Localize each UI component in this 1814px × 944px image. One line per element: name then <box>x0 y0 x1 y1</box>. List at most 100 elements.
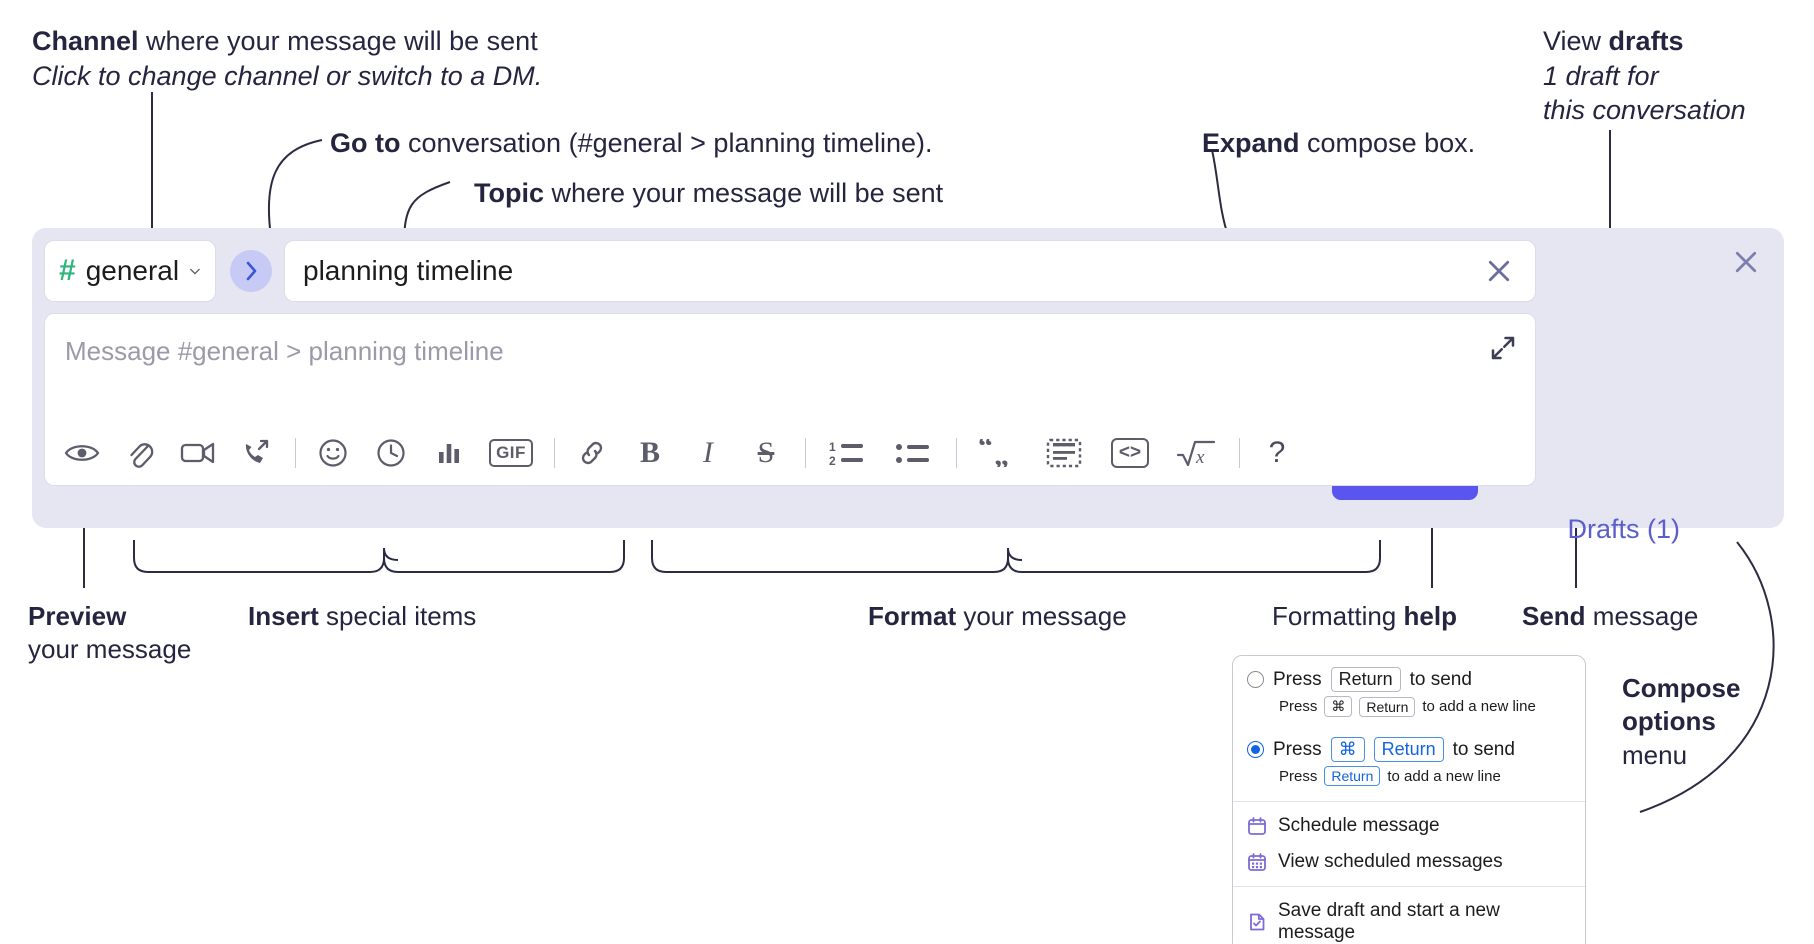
svg-text:“: “ <box>979 439 993 463</box>
square-root-icon: x <box>1176 440 1216 468</box>
annotation-insert-rest: special items <box>318 601 477 631</box>
link-button[interactable] <box>569 431 615 475</box>
toolbar-divider <box>1239 438 1240 468</box>
option2-sub-post: to add a new line <box>1387 767 1501 785</box>
ordered-list-icon: 1 2 <box>829 440 863 467</box>
option2-post: to send <box>1452 738 1515 760</box>
menu-item-view-scheduled[interactable]: View scheduled messages <box>1233 844 1585 880</box>
send-option-return[interactable]: Press Return to send <box>1233 656 1585 694</box>
menu-divider <box>1233 801 1585 802</box>
annotation-drafts: View drafts 1 draft for this conversatio… <box>1543 24 1814 128</box>
eye-icon <box>64 445 100 461</box>
poll-button[interactable] <box>426 431 472 475</box>
key-command: ⌘ <box>1324 696 1353 717</box>
menu-divider <box>1233 886 1585 887</box>
formatting-toolbar: GIF B I <box>45 421 1535 485</box>
emoji-button[interactable] <box>310 431 356 475</box>
clear-topic-button[interactable] <box>1481 253 1517 289</box>
annotation-drafts-italic1: 1 draft for <box>1543 60 1659 91</box>
send-option-cmd-return[interactable]: Press ⌘ Return to send <box>1233 726 1585 764</box>
message-input[interactable]: Message #general > planning timeline <box>65 336 504 366</box>
hash-icon: # <box>59 254 76 287</box>
attach-button[interactable] <box>117 431 163 475</box>
annotation-drafts-italic2: this conversation <box>1543 95 1746 126</box>
annotation-format-bold: Format <box>868 601 957 631</box>
expand-icon <box>1491 336 1515 360</box>
annotation-topic-bold: Topic <box>474 178 544 208</box>
svg-text:2: 2 <box>829 454 836 467</box>
option1-sub-post: to add a new line <box>1422 698 1536 715</box>
compose-inner: # general planning timeline <box>44 240 1536 486</box>
svg-text:1: 1 <box>829 440 836 454</box>
annotation-preview-rest: your message <box>28 634 192 665</box>
channel-selector[interactable]: # general <box>44 240 216 302</box>
strikethrough-icon: S <box>757 436 775 469</box>
key-return: Return <box>1330 667 1401 692</box>
huddle-button[interactable] <box>233 431 279 475</box>
video-camera-icon <box>180 442 215 464</box>
annotation-goto-rest: conversation (#general > planning timeli… <box>400 128 933 158</box>
phone-arrow-icon <box>245 439 269 463</box>
option1-post: to send <box>1409 668 1472 690</box>
toolbar-divider <box>295 438 296 468</box>
inline-code-button[interactable]: <> <box>1103 431 1157 475</box>
option1-pre: Press <box>1273 668 1322 690</box>
topic-field[interactable]: planning timeline <box>284 240 1536 302</box>
annotation-compose-options-bold1: Compose <box>1622 673 1741 703</box>
code-block-button[interactable] <box>1037 431 1091 475</box>
gif-button[interactable]: GIF <box>484 431 538 475</box>
annotation-channel-rest: where your message will be sent <box>138 26 538 56</box>
calendar-icon <box>1248 817 1266 835</box>
option2-pre: Press <box>1273 738 1322 760</box>
smiley-icon <box>319 439 347 467</box>
annotation-drafts-pre: View <box>1543 26 1609 56</box>
code-block-icon <box>1046 438 1082 468</box>
svg-text:„: „ <box>994 439 1009 467</box>
quote-icon: “ „ <box>979 439 1009 467</box>
bulleted-list-button[interactable] <box>886 431 940 475</box>
annotation-channel: Channel where your message will be sent … <box>32 24 652 93</box>
strikethrough-button[interactable]: S <box>743 431 789 475</box>
video-button[interactable] <box>175 431 221 475</box>
annotation-help-bold: help <box>1403 601 1457 631</box>
annotation-channel-italic: Click to change channel or switch to a D… <box>32 60 543 91</box>
key-return: Return <box>1324 766 1381 786</box>
svg-text:x: x <box>1195 447 1205 468</box>
math-button[interactable]: x <box>1169 431 1223 475</box>
close-compose-button[interactable] <box>1726 242 1766 282</box>
menu-item-schedule-message[interactable]: Schedule message <box>1233 808 1585 844</box>
annotation-format: Format your message <box>868 600 1208 633</box>
italic-icon: I <box>703 436 713 469</box>
bold-button[interactable]: B <box>627 431 673 475</box>
question-mark-icon: ? <box>1268 436 1286 469</box>
radio-return[interactable] <box>1247 671 1264 688</box>
menu-item-label: Schedule message <box>1278 815 1440 836</box>
annotation-insert: Insert special items <box>248 600 568 633</box>
annotation-preview: Preview your message <box>28 600 218 667</box>
bulleted-list-icon <box>896 444 929 463</box>
code-icon: <> <box>1110 438 1150 468</box>
annotation-help: Formatting help <box>1272 600 1532 633</box>
menu-item-label: Save draft and start a new message <box>1278 900 1500 943</box>
annotation-insert-bold: Insert <box>248 601 319 631</box>
bold-icon: B <box>639 436 660 469</box>
drafts-link[interactable]: Drafts (1) <box>1567 514 1680 544</box>
annotation-expand: Expand compose box. <box>1202 126 1562 161</box>
goto-conversation-button[interactable] <box>230 250 272 292</box>
italic-button[interactable]: I <box>685 431 731 475</box>
radio-cmd-return[interactable] <box>1247 741 1264 758</box>
formatting-help-button[interactable]: ? <box>1254 431 1300 475</box>
menu-item-save-draft[interactable]: Save draft and start a new message <box>1233 893 1585 944</box>
toolbar-divider <box>554 438 555 468</box>
expand-compose-button[interactable] <box>1485 330 1521 366</box>
annotation-compose-options-rest: menu <box>1622 739 1688 770</box>
compose-header-row: # general planning timeline <box>44 240 1536 302</box>
reminder-button[interactable] <box>368 431 414 475</box>
blockquote-button[interactable]: “ „ <box>971 431 1025 475</box>
option1-sub-pre: Press <box>1279 698 1318 715</box>
ordered-list-button[interactable]: 1 2 <box>820 431 874 475</box>
annotation-goto-bold: Go to <box>330 128 401 158</box>
preview-button[interactable] <box>59 431 105 475</box>
annotation-expand-rest: compose box. <box>1299 128 1476 158</box>
message-input-area[interactable]: Message #general > planning timeline <box>44 313 1536 486</box>
